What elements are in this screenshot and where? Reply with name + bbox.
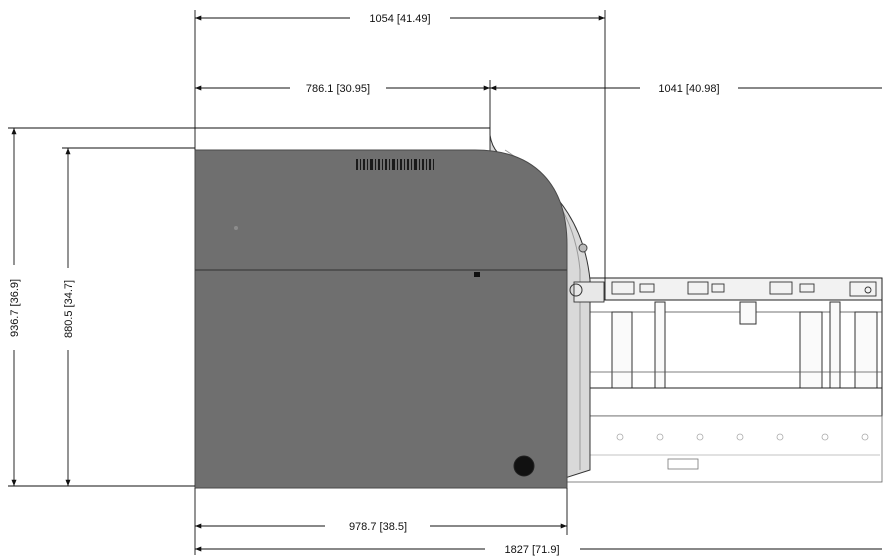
base-lower bbox=[561, 415, 883, 483]
barcode-label bbox=[356, 159, 434, 170]
main-body bbox=[194, 149, 568, 489]
dim-right-depth: 1041 [40.98] bbox=[658, 83, 719, 95]
dim-total-length: 1827 [71.9] bbox=[504, 544, 559, 556]
dimension-lines bbox=[11, 15, 882, 552]
base-plate bbox=[561, 387, 883, 417]
body-latch bbox=[474, 272, 480, 277]
shell-knob-icon bbox=[578, 243, 588, 253]
conveyor-post bbox=[854, 311, 878, 389]
conveyor-section bbox=[561, 277, 883, 389]
body-shape bbox=[194, 149, 568, 489]
base-platform bbox=[561, 387, 883, 483]
body-screw-icon bbox=[234, 226, 238, 230]
dim-body-width: 978.7 [38.5] bbox=[349, 521, 407, 533]
conveyor-post bbox=[654, 301, 666, 389]
body-port-icon bbox=[513, 455, 535, 477]
dim-top-width: 1054 [41.49] bbox=[369, 13, 430, 25]
extension-lines bbox=[8, 10, 606, 555]
dim-left-depth: 786.1 [30.95] bbox=[306, 83, 370, 95]
conveyor-post bbox=[739, 301, 757, 325]
rail-mechanisms bbox=[611, 281, 877, 297]
conveyor-post bbox=[611, 311, 633, 389]
base-holes bbox=[616, 433, 869, 441]
dim-total-height: 936.7 [36.9] bbox=[9, 279, 21, 337]
conveyor-post bbox=[799, 311, 823, 389]
dim-body-height: 880.5 [34.7] bbox=[63, 280, 75, 338]
base-slot bbox=[667, 458, 699, 470]
conveyor-top-rail bbox=[561, 277, 883, 301]
conveyor-post bbox=[829, 301, 841, 389]
